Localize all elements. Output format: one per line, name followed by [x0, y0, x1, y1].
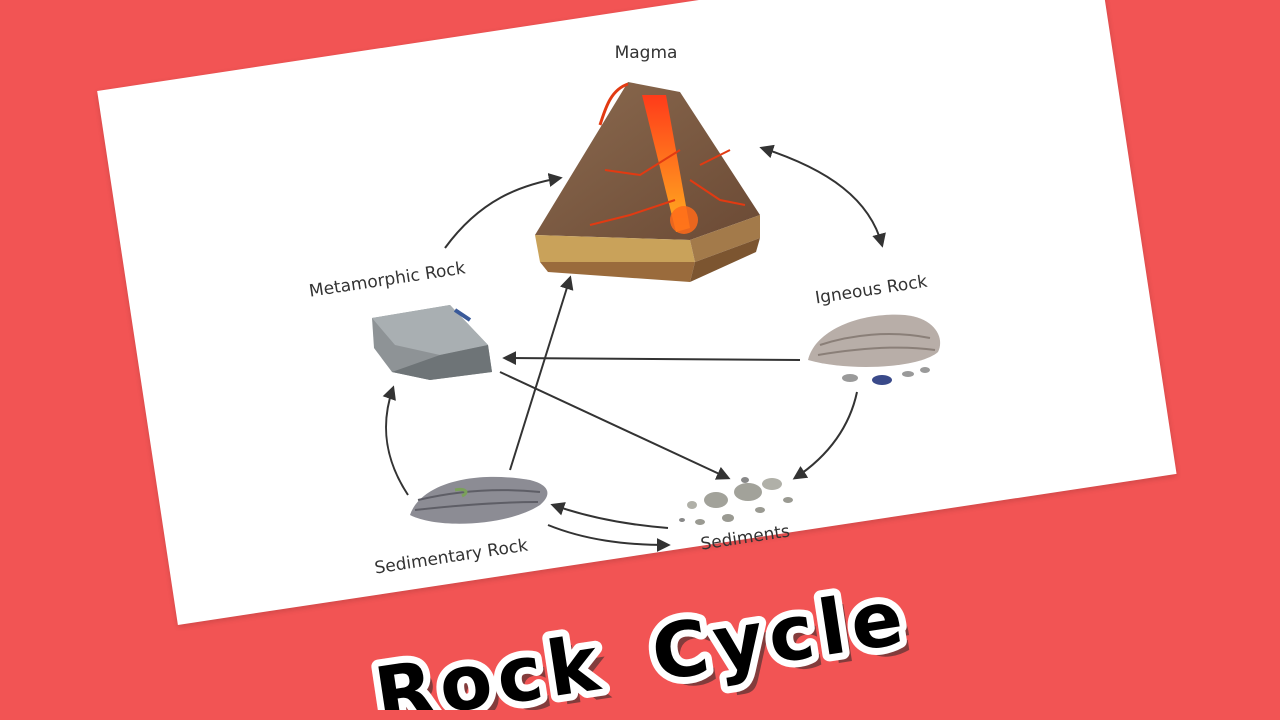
arrow-sedimentary-to-sediments	[547, 524, 671, 552]
metamorphic-rock-label: Metamorphic Rock	[308, 258, 467, 301]
arrow-magma-igneous	[759, 144, 886, 248]
sedimentary-rock-illustration	[410, 476, 548, 524]
volcano-illustration	[535, 82, 760, 282]
caption-rock: Rock	[369, 618, 610, 710]
arrow-igneous-to-sediments	[792, 391, 858, 480]
igneous-rock-illustration	[808, 314, 941, 385]
arrow-metamorphic-to-magma	[444, 173, 563, 249]
sediments-label: Sediments	[699, 521, 791, 554]
sediments-illustration	[679, 477, 793, 525]
cycle-arrows	[382, 144, 886, 552]
arrow-sediments-to-sedimentary	[550, 502, 669, 529]
igneous-rock-label: Igneous Rock	[814, 272, 929, 309]
arrow-sedimentary-to-magma	[509, 275, 574, 471]
magma-label: Magma	[615, 43, 678, 63]
rock-cycle-caption: Rock Cycle Rock Cycle	[360, 560, 980, 720]
caption-cycle: Cycle	[646, 572, 914, 699]
arrow-sedimentary-to-metamorphic	[382, 385, 409, 496]
arrow-igneous-to-metamorphic	[502, 351, 801, 366]
caption-art: Rock Cycle Rock Cycle	[362, 565, 924, 720]
arrow-metamorphic-to-sediments	[499, 371, 731, 480]
metamorphic-rock-illustration	[372, 305, 492, 380]
